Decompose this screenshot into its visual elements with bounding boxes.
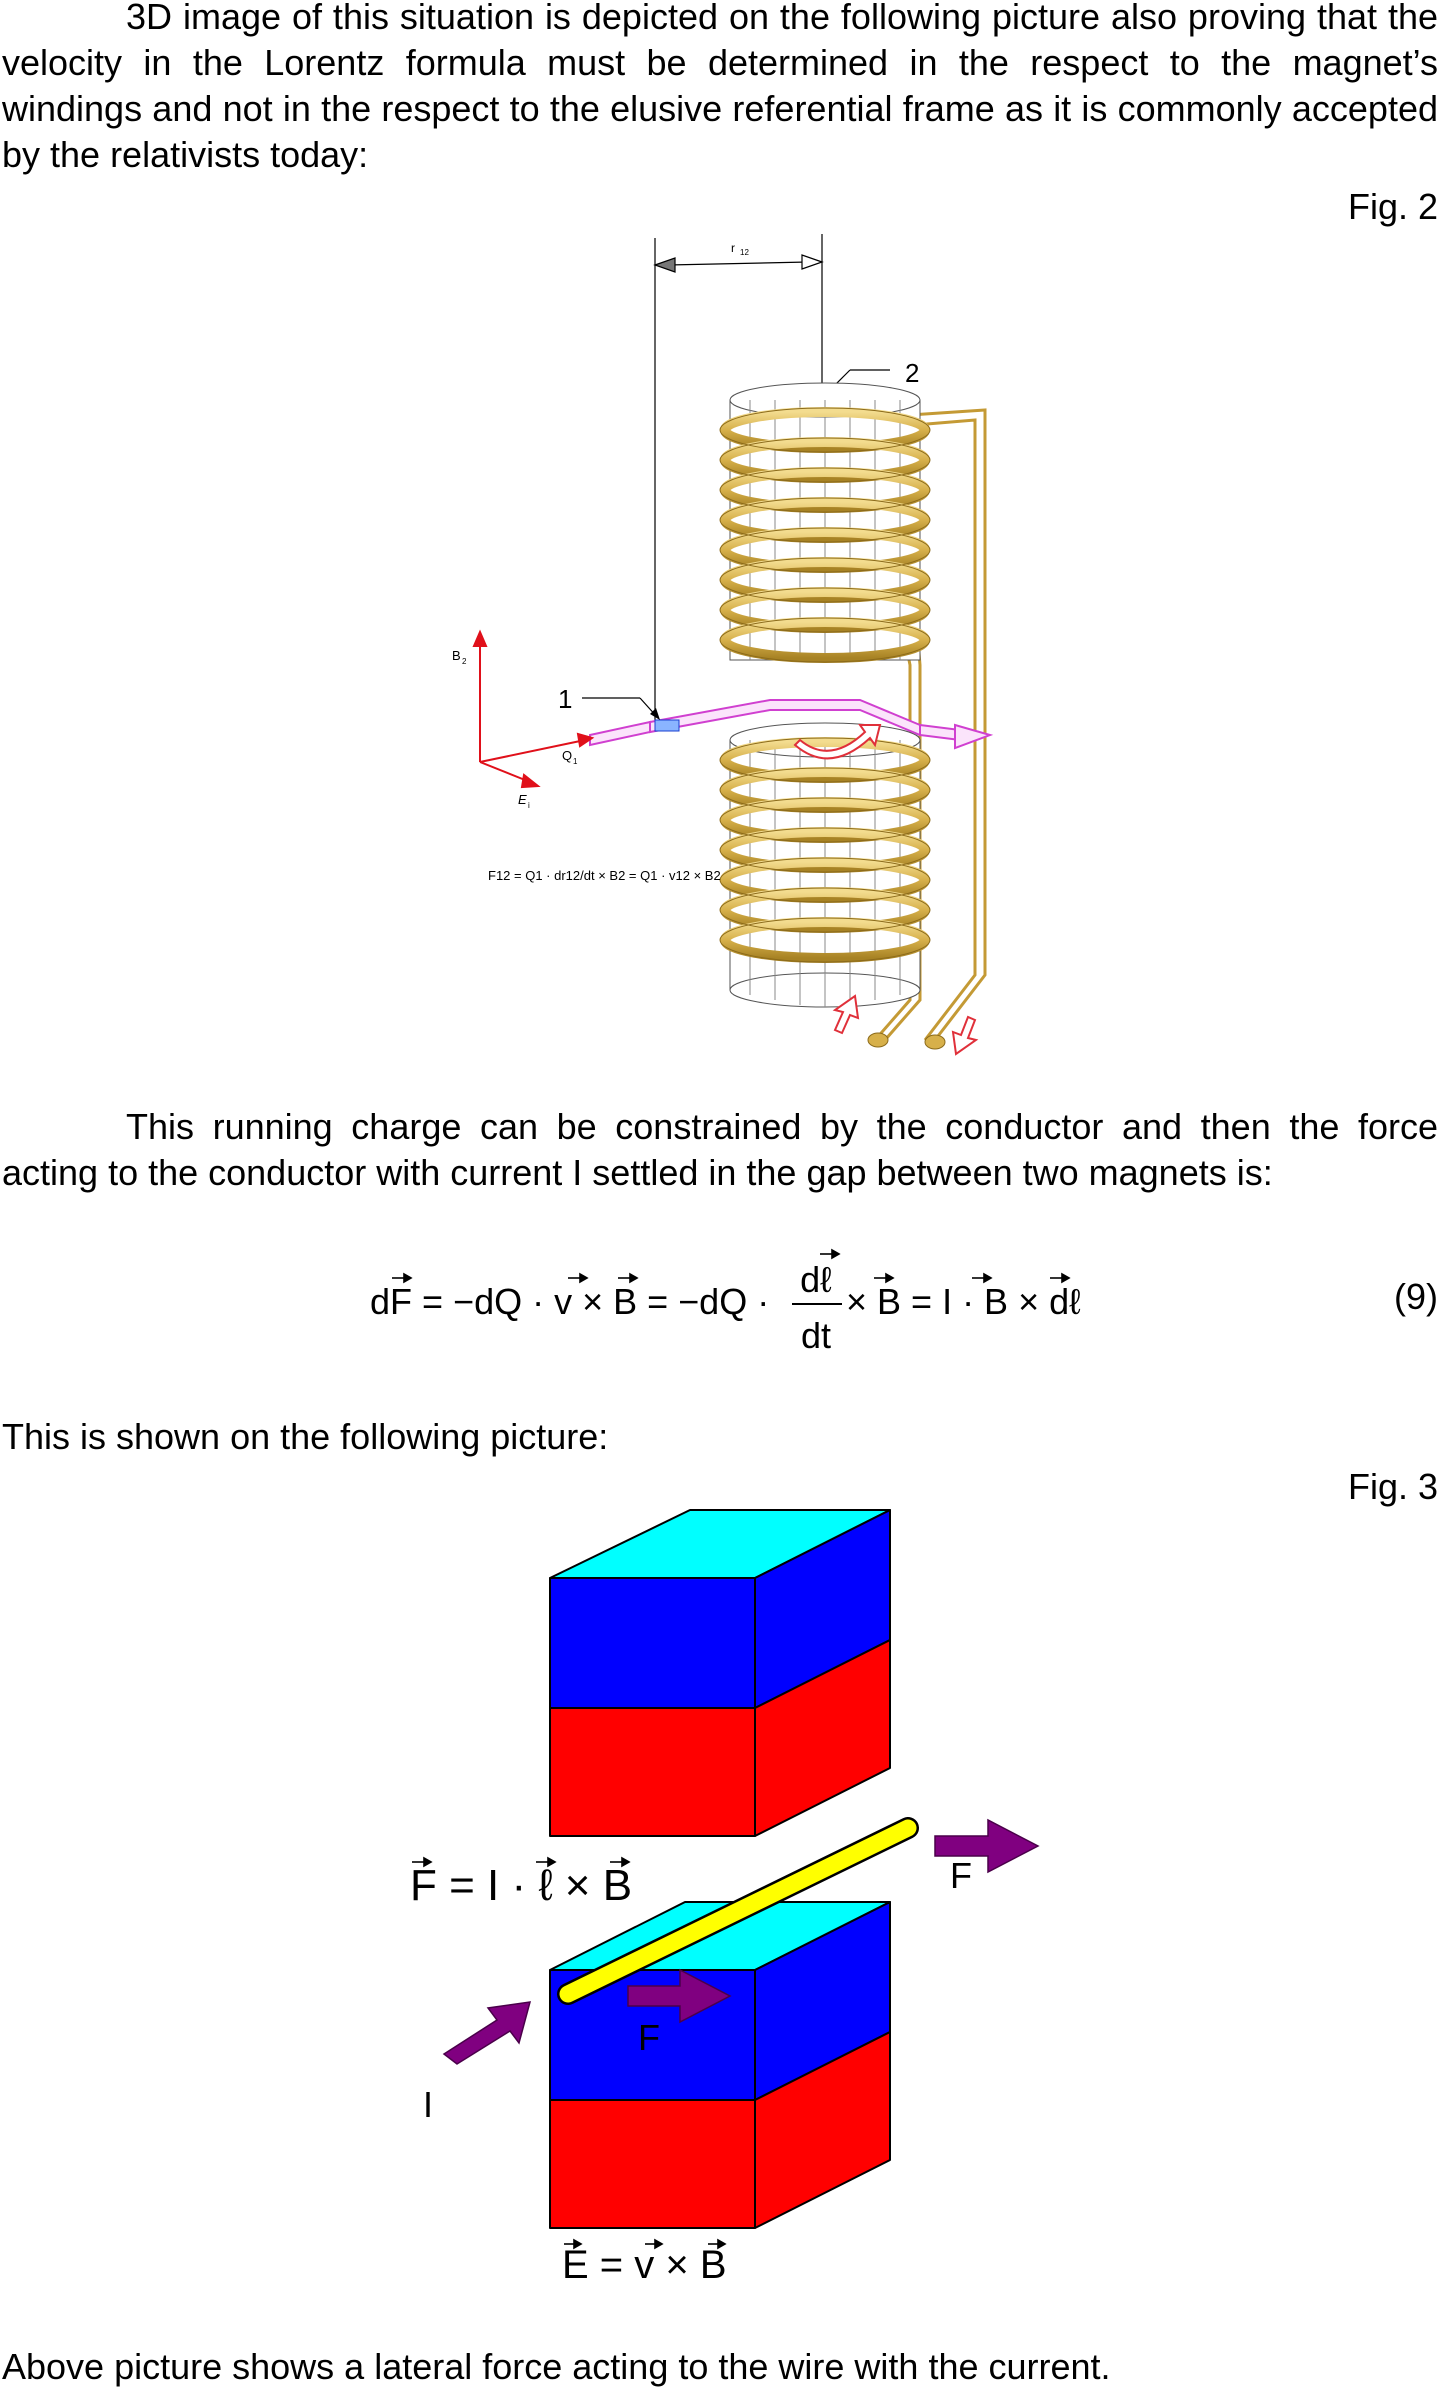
eq-force: F = I · ℓ × B	[410, 1861, 632, 1910]
lower-coil	[720, 737, 930, 963]
figure-3: F F I F = I · ℓ × B E = v × B	[410, 1509, 1040, 2287]
callout-2: 2	[905, 358, 919, 388]
dim-label: r	[731, 241, 735, 255]
axis-Q: Q	[562, 748, 572, 763]
rotation-arrow	[793, 724, 882, 760]
eq9-frac-den: dt	[801, 1315, 831, 1356]
paragraph-constraint: This running charge can be constrained b…	[2, 1106, 1438, 1193]
paragraph-conclusion: Above picture shows a lateral force acti…	[2, 2346, 1111, 2387]
equation-9: dF = −dQ · v × B = −dQ · dℓ dt × B = I ·…	[0, 1246, 1440, 1376]
figure-2-label: Fig. 2	[1347, 186, 1438, 227]
fig2-formula: F12 = Q1 · dr12/dt × B2 = Q1 · v12 × B2	[488, 868, 721, 883]
figure-2: r 12 2	[452, 234, 994, 1056]
current-label: I	[423, 2084, 433, 2125]
paragraph-intro: 3D image of this situation is depicted o…	[2, 0, 1438, 175]
force-label-mid: F	[638, 2017, 660, 2058]
eq9-number: (9)	[1394, 1276, 1438, 1317]
eq9-lhs: dF = −dQ · v × B = −dQ ·	[370, 1281, 769, 1322]
charge-marker	[654, 719, 680, 732]
lower-magnet-red-front	[549, 2099, 756, 2229]
eq-field: E = v × B	[562, 2243, 727, 2287]
upper-magnet-red-front	[549, 1707, 756, 1837]
current-arrow	[442, 2001, 532, 2065]
axis-B: B	[452, 648, 461, 663]
lower-magnet-red-side	[754, 2031, 891, 2229]
force-arrow-right	[934, 1818, 1040, 1874]
upper-coil	[720, 407, 930, 663]
upper-magnet-red-side	[754, 1639, 891, 1837]
flow-arrow-in	[832, 994, 860, 1035]
eq9-rhs: × B = I · B × dℓ	[846, 1281, 1081, 1322]
dim-subscript: 12	[740, 248, 749, 257]
axis-E: E	[518, 792, 527, 807]
dimension-lines	[653, 234, 824, 720]
charge-path	[589, 699, 994, 750]
callout-1: 1	[558, 684, 572, 714]
svg-text:2: 2	[462, 657, 467, 666]
eq9-frac-num: dℓ	[800, 1259, 832, 1300]
paragraph-shown: This is shown on the following picture:	[2, 1416, 609, 1457]
svg-text:1: 1	[573, 757, 578, 766]
upper-magnet-blue-front	[549, 1577, 756, 1709]
force-arrow-mid	[627, 1968, 732, 2024]
figure-3-label: Fig. 3	[1347, 1466, 1438, 1507]
svg-text:i: i	[528, 801, 530, 810]
force-label-right: F	[950, 1855, 972, 1896]
flow-arrow-out	[951, 1015, 979, 1056]
axes	[472, 629, 595, 789]
